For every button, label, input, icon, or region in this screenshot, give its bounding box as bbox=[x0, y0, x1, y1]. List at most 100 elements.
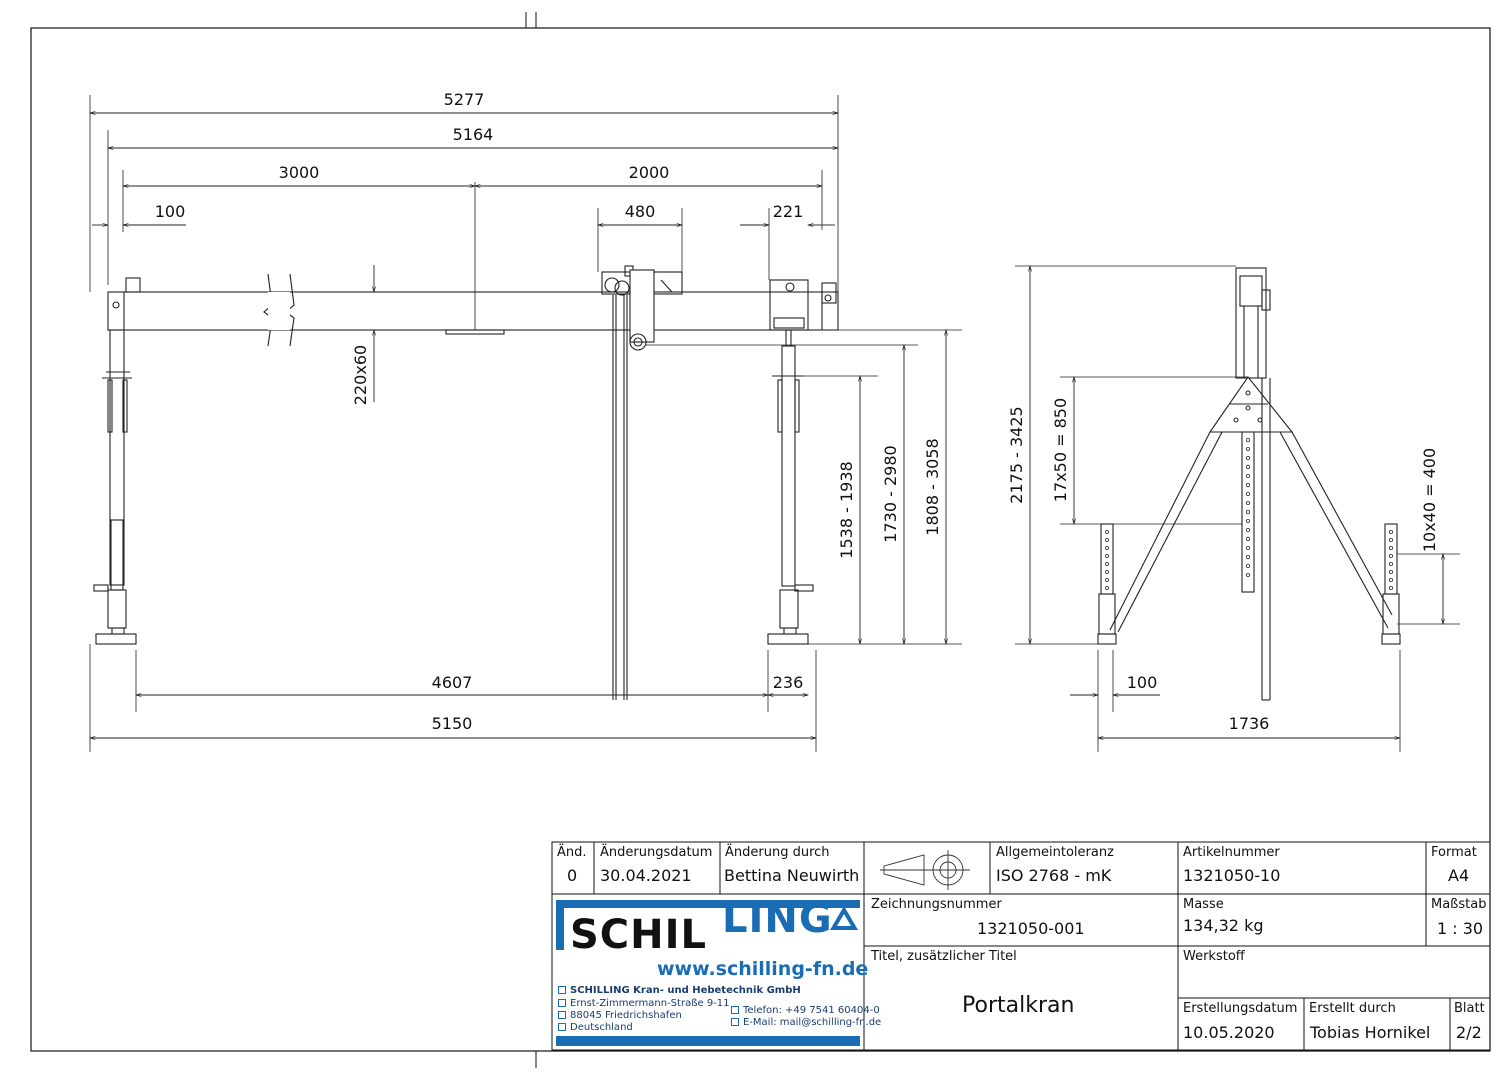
left-leg bbox=[109, 329, 125, 586]
schilling-logo bbox=[556, 900, 860, 1046]
erstellungsdatum-value: 10.05.2020 bbox=[1183, 1023, 1275, 1042]
peg-hole bbox=[1246, 482, 1251, 487]
right-leg bbox=[781, 345, 796, 587]
dim-1808-3058: 1808 - 3058 bbox=[923, 438, 942, 535]
masse-value: 134,32 kg bbox=[1183, 916, 1264, 935]
projection-symbol-icon bbox=[880, 850, 970, 890]
company-country: Deutschland bbox=[558, 1022, 633, 1034]
peg-hole bbox=[1389, 586, 1394, 591]
dim-4607: 4607 bbox=[432, 673, 473, 692]
blatt-value: 2/2 bbox=[1456, 1023, 1482, 1042]
format-label: Format bbox=[1431, 845, 1477, 860]
dim-10x40: 10x40 = 400 bbox=[1420, 448, 1439, 552]
logo-website[interactable]: www.schilling-fn.de bbox=[657, 958, 869, 980]
peg-hole bbox=[1246, 464, 1251, 469]
dim-236: 236 bbox=[773, 673, 804, 692]
company-phone: Telefon: +49 7541 60404-0 bbox=[731, 1005, 880, 1017]
left-foot bbox=[95, 633, 137, 645]
aenderung-durch-label: Änderung durch bbox=[725, 845, 830, 860]
erstellt-durch-label: Erstellt durch bbox=[1309, 1001, 1396, 1016]
aend-label: Änd. bbox=[557, 845, 587, 860]
peg-hole bbox=[1105, 562, 1110, 567]
dim-1538-1938: 1538 - 1938 bbox=[837, 461, 856, 558]
peg-hole bbox=[1246, 509, 1251, 514]
titel-value: Portalkran bbox=[962, 993, 1075, 1018]
zeichnungsnummer-label: Zeichnungsnummer bbox=[871, 897, 1002, 912]
titel-label: Titel, zusätzlicher Titel bbox=[871, 949, 1017, 964]
format-value: A4 bbox=[1448, 866, 1470, 885]
dim-17x50: 17x50 = 850 bbox=[1051, 398, 1070, 502]
dim-5277: 5277 bbox=[444, 90, 485, 109]
dim-2000: 2000 bbox=[629, 163, 670, 182]
peg-hole bbox=[1105, 554, 1110, 559]
logo-text-ling: LING bbox=[722, 896, 833, 942]
adjustment-holes bbox=[1105, 437, 1394, 591]
aenderung-durch-value: Bettina Neuwirth bbox=[724, 866, 860, 885]
dim-2175-3425: 2175 - 3425 bbox=[1007, 406, 1026, 503]
artikelnummer-value: 1321050-10 bbox=[1183, 866, 1281, 885]
peg-hole bbox=[1246, 573, 1251, 578]
peg-hole bbox=[1105, 546, 1110, 551]
peg-hole bbox=[1246, 564, 1251, 569]
peg-hole bbox=[1246, 491, 1251, 496]
peg-hole bbox=[1389, 578, 1394, 583]
artikelnummer-label: Artikelnummer bbox=[1183, 845, 1280, 860]
dim-100-top: 100 bbox=[155, 202, 186, 221]
main-beam bbox=[107, 291, 839, 331]
aend-value: 0 bbox=[567, 866, 578, 885]
right-foot bbox=[767, 633, 809, 645]
peg-hole bbox=[1246, 537, 1251, 542]
side-view bbox=[1097, 267, 1401, 701]
zeichnungsnummer-value: 1321050-001 bbox=[977, 919, 1085, 938]
peg-hole bbox=[1105, 538, 1110, 543]
company-email[interactable]: E-Mail: mail@schilling-fn.de bbox=[731, 1017, 881, 1029]
aenderungsdatum-label: Änderungsdatum bbox=[600, 845, 713, 860]
blatt-label: Blatt bbox=[1454, 1001, 1485, 1016]
toleranz-value: ISO 2768 - mK bbox=[996, 866, 1112, 885]
logo-text-schil: SCHIL bbox=[570, 912, 708, 958]
dim-5150: 5150 bbox=[432, 714, 473, 733]
peg-hole bbox=[1246, 519, 1251, 524]
peg-hole bbox=[1246, 555, 1251, 560]
peg-hole bbox=[1105, 570, 1110, 575]
dim-5164: 5164 bbox=[453, 125, 494, 144]
dim-3000: 3000 bbox=[279, 163, 320, 182]
dim-100-side: 100 bbox=[1127, 673, 1158, 692]
toleranz-label: Allgemeintoleranz bbox=[996, 845, 1114, 860]
peg-hole bbox=[1105, 530, 1110, 535]
peg-hole bbox=[1105, 586, 1110, 591]
masse-label: Masse bbox=[1183, 897, 1224, 912]
werkstoff-label: Werkstoff bbox=[1183, 949, 1245, 964]
massstab-label: Maßstab bbox=[1431, 897, 1487, 912]
peg-hole bbox=[1105, 578, 1110, 583]
peg-hole bbox=[1389, 554, 1394, 559]
peg-hole bbox=[1246, 446, 1251, 451]
front-view bbox=[93, 265, 839, 700]
peg-hole bbox=[1389, 562, 1394, 567]
dim-220x60: 220x60 bbox=[351, 345, 370, 405]
dim-221: 221 bbox=[773, 202, 804, 221]
peg-hole bbox=[1389, 538, 1394, 543]
peg-hole bbox=[1389, 546, 1394, 551]
peg-hole bbox=[1246, 500, 1251, 505]
sheet-frame bbox=[30, 27, 1491, 1052]
peg-hole bbox=[1389, 570, 1394, 575]
erstellt-durch-value: Tobias Hornikel bbox=[1310, 1023, 1431, 1042]
dim-480: 480 bbox=[625, 202, 656, 221]
dim-1736: 1736 bbox=[1229, 714, 1270, 733]
aenderungsdatum-value: 30.04.2021 bbox=[600, 866, 692, 885]
company-city: 88045 Friedrichshafen bbox=[558, 1010, 682, 1022]
peg-hole bbox=[1246, 437, 1251, 442]
peg-hole bbox=[1246, 528, 1251, 533]
peg-hole bbox=[1246, 455, 1251, 460]
company-name: SCHILLING Kran- und Hebetechnik GmbH bbox=[558, 985, 801, 997]
company-street: Ernst-Zimmermann-Straße 9-11 bbox=[558, 998, 730, 1010]
peg-hole bbox=[1389, 530, 1394, 535]
title-block-grid bbox=[551, 841, 1491, 1051]
peg-hole bbox=[1246, 546, 1251, 551]
massstab-value: 1 : 30 bbox=[1437, 919, 1484, 938]
dim-1730-2980: 1730 - 2980 bbox=[881, 445, 900, 542]
erstellungsdatum-label: Erstellungsdatum bbox=[1183, 1001, 1298, 1016]
peg-hole bbox=[1246, 473, 1251, 478]
